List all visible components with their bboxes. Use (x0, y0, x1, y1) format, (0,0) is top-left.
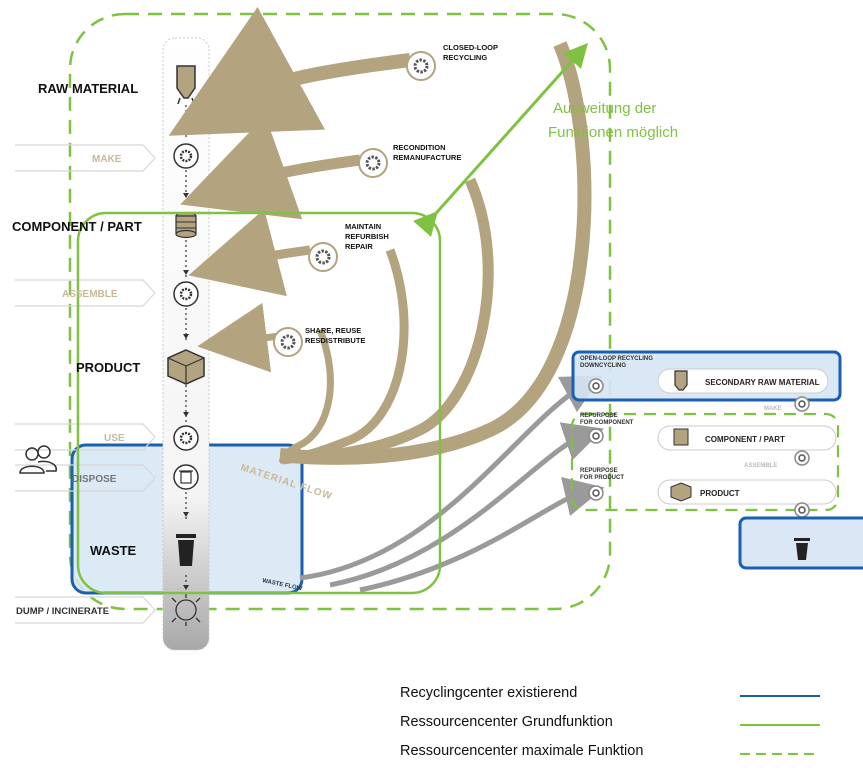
legend-item-existing: Recyclingcenter existierend (400, 685, 860, 707)
process-dump: DUMP / INCINERATE (16, 606, 109, 617)
stage-component-part: COMPONENT / PART (12, 219, 142, 234)
gear-icon (588, 378, 604, 394)
gear-icon (588, 428, 604, 444)
product-row (657, 479, 837, 505)
gear-icon (273, 327, 303, 357)
gear-icon (794, 450, 810, 466)
legend-label-basic: Ressourcencenter Grundfunktion (400, 714, 613, 730)
loop-recondition-label: RECONDITION (393, 143, 446, 152)
loop-closed-label-2: RECYCLING (443, 53, 487, 62)
gear-icon (173, 425, 199, 451)
secondary-raw-row (657, 368, 829, 394)
component-stack-icon (673, 428, 689, 446)
downcycling-label: DOWNCYCLING (580, 363, 626, 369)
secondary-raw-label: SECONDARY RAW MATERIAL (705, 378, 820, 387)
maintain-arc (232, 250, 409, 465)
component-stack-icon (175, 211, 197, 239)
box-icon (167, 349, 205, 385)
silo-icon (176, 65, 196, 105)
waste-bin-icon (794, 538, 810, 560)
box-icon (670, 482, 692, 502)
trash-icon (173, 464, 199, 490)
gear-icon (406, 51, 436, 81)
process-dispose: DISPOSE (72, 474, 117, 485)
open-loop-label: OPEN-LOOP RECYCLING (580, 356, 653, 362)
loop-maintain-label: MAINTAIN (345, 222, 381, 231)
right-make-label: MAKE (764, 406, 782, 412)
right-max-function-outline (570, 412, 840, 512)
expansion-annotation-line2: Funktionen möglich (548, 124, 678, 141)
expansion-annotation-line1: Ausweitung der (553, 100, 656, 117)
gear-icon (358, 148, 388, 178)
right-product-label: PRODUCT (700, 489, 740, 498)
loop-maintain-label-3: REPAIR (345, 242, 373, 251)
gear-icon (794, 396, 810, 412)
loop-share-label-2: RESDISTRIBUTE (305, 336, 365, 345)
loop-share-label: SHARE, REUSE (305, 326, 361, 335)
process-make: MAKE (92, 154, 122, 165)
waste-bin-icon (176, 534, 196, 566)
legend: Recyclingcenter existierend Ressourcence… (400, 685, 860, 775)
legend-label-maximal: Ressourcencenter maximale Funktion (400, 743, 644, 759)
gear-icon (308, 242, 338, 272)
silo-icon (674, 370, 688, 391)
gear-icon (794, 502, 810, 518)
legend-item-maximal: Ressourcencenter maximale Funktion (400, 743, 860, 765)
repurpose-component-label: REPURPOSE (580, 413, 618, 419)
legend-swatch-basic (740, 724, 820, 726)
legend-swatch-existing (740, 695, 820, 697)
gear-icon (173, 281, 199, 307)
repurpose-component-label-2: FOR COMPONENT (580, 420, 634, 426)
repurpose-product-label-2: FOR PRODUCT (580, 475, 624, 481)
recondition-arc (232, 160, 494, 464)
process-assemble: ASSEMBLE (62, 289, 118, 300)
legend-label-existing: Recyclingcenter existierend (400, 685, 578, 701)
max-function-outline (68, 12, 612, 611)
legend-swatch-maximal (740, 753, 820, 755)
stage-raw-material: RAW MATERIAL (38, 81, 138, 96)
right-component-label: COMPONENT / PART (705, 435, 785, 444)
incinerate-icon (171, 594, 201, 626)
gear-icon (588, 485, 604, 501)
basic-function-outline (76, 211, 442, 595)
process-chevrons (15, 144, 156, 624)
component-row (657, 425, 837, 451)
loop-closed-label: CLOSED-LOOP (443, 43, 498, 52)
people-icon (19, 445, 57, 474)
stage-product: PRODUCT (76, 360, 140, 375)
loop-recondition-label-2: REMANUFACTURE (393, 153, 461, 162)
legend-item-basic: Ressourcencenter Grundfunktion (400, 714, 860, 736)
right-assemble-label: ASSEMBLE (744, 463, 777, 469)
loop-arrows (230, 44, 592, 465)
loop-maintain-label-2: REFURBISH (345, 232, 389, 241)
process-use: USE (104, 433, 125, 444)
repurpose-product-label: REPURPOSE (580, 468, 618, 474)
expansion-arrow (413, 43, 588, 237)
open-loop-flows (299, 375, 605, 593)
gear-icon (173, 143, 199, 169)
stage-waste: WASTE (90, 543, 137, 558)
